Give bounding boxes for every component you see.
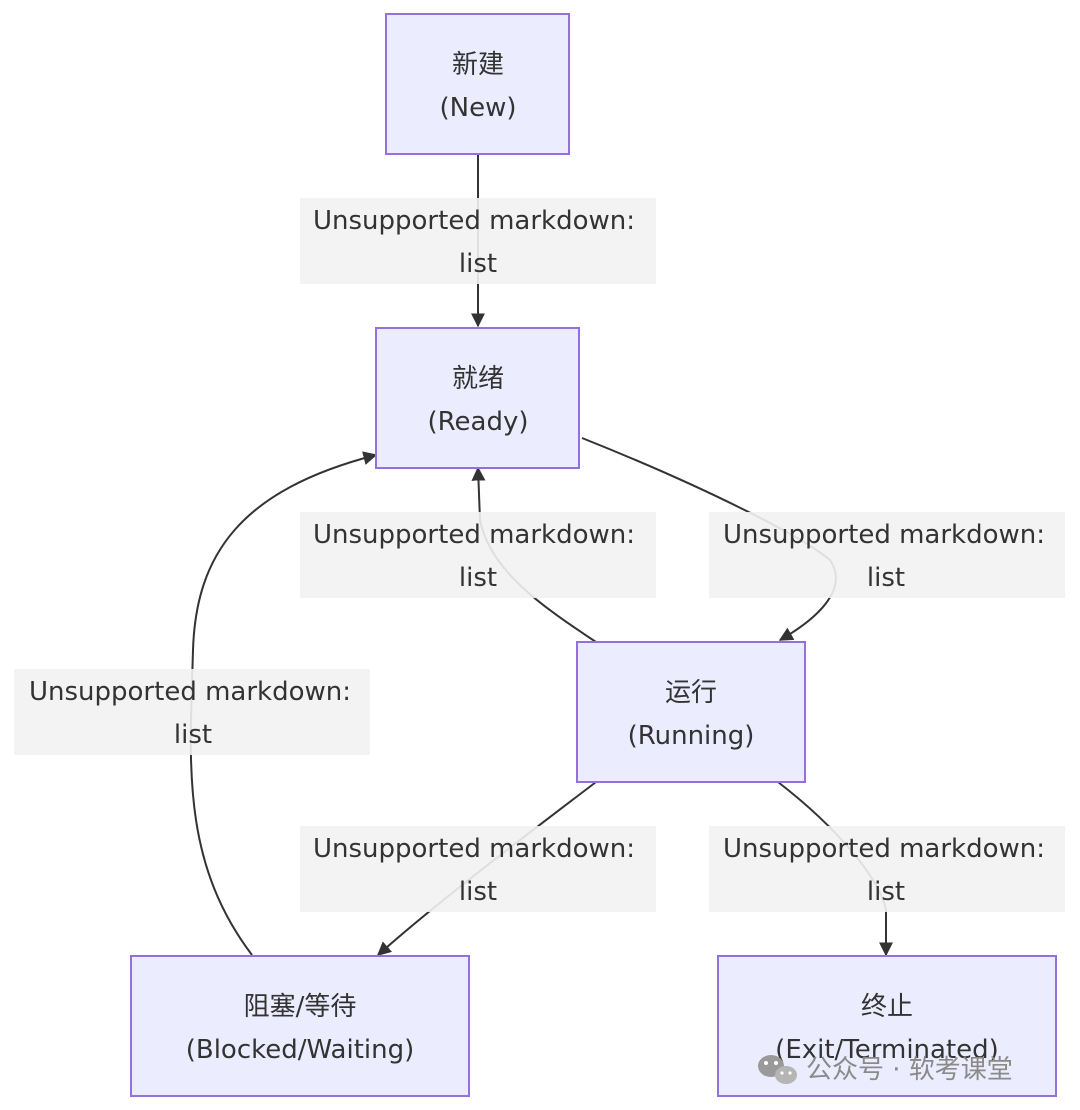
node-ready: 就绪 (Ready) xyxy=(375,327,580,469)
svg-text:(New): (New) xyxy=(440,93,517,123)
svg-text:终止: 终止 xyxy=(861,992,913,1022)
svg-text:新建: 新建 xyxy=(452,50,504,80)
svg-text:list: list xyxy=(867,877,905,907)
svg-text:list: list xyxy=(459,877,497,907)
svg-text:就绪: 就绪 xyxy=(452,364,504,394)
edge-blocked-to-ready xyxy=(189,451,378,956)
svg-text:(Ready): (Ready) xyxy=(427,407,528,437)
svg-text:Unsupported markdown:: Unsupported markdown: xyxy=(29,677,351,707)
svg-text:list: list xyxy=(174,720,212,750)
edge-label-ready-to-running: Unsupported markdown: list xyxy=(709,512,1065,598)
watermark: 公众号 · 软考课堂 xyxy=(758,1055,1013,1085)
node-new: 新建 (New) xyxy=(385,13,570,155)
node-blocked: 阻塞/等待 (Blocked/Waiting) xyxy=(130,955,470,1097)
svg-text:list: list xyxy=(459,249,497,279)
svg-text:阻塞/等待: 阻塞/等待 xyxy=(244,992,357,1022)
svg-text:(Exit/Terminated): (Exit/Terminated) xyxy=(775,1035,999,1065)
edge-label-running-to-ready: Unsupported markdown: list xyxy=(300,512,656,598)
watermark-text: 公众号 · 软考课堂 xyxy=(806,1055,1013,1085)
wechat-icon xyxy=(758,1055,797,1084)
svg-text:(Blocked/Waiting): (Blocked/Waiting) xyxy=(186,1035,415,1065)
svg-text:Unsupported markdown:: Unsupported markdown: xyxy=(313,206,635,236)
svg-text:list: list xyxy=(459,563,497,593)
svg-text:Unsupported markdown:: Unsupported markdown: xyxy=(313,520,635,550)
svg-text:运行: 运行 xyxy=(665,678,717,708)
svg-text:Unsupported markdown:: Unsupported markdown: xyxy=(723,834,1045,864)
edge-label-blocked-to-ready: Unsupported markdown: list xyxy=(14,669,370,755)
svg-text:list: list xyxy=(867,563,905,593)
svg-text:Unsupported markdown:: Unsupported markdown: xyxy=(313,834,635,864)
edge-label-running-to-exit: Unsupported markdown: list xyxy=(709,826,1065,912)
node-running: 运行 (Running) xyxy=(576,641,806,783)
edge-label-new-to-ready: Unsupported markdown: list xyxy=(300,198,656,284)
svg-text:(Running): (Running) xyxy=(628,721,755,751)
svg-text:Unsupported markdown:: Unsupported markdown: xyxy=(723,520,1045,550)
edge-label-running-to-blocked: Unsupported markdown: list xyxy=(300,826,656,912)
